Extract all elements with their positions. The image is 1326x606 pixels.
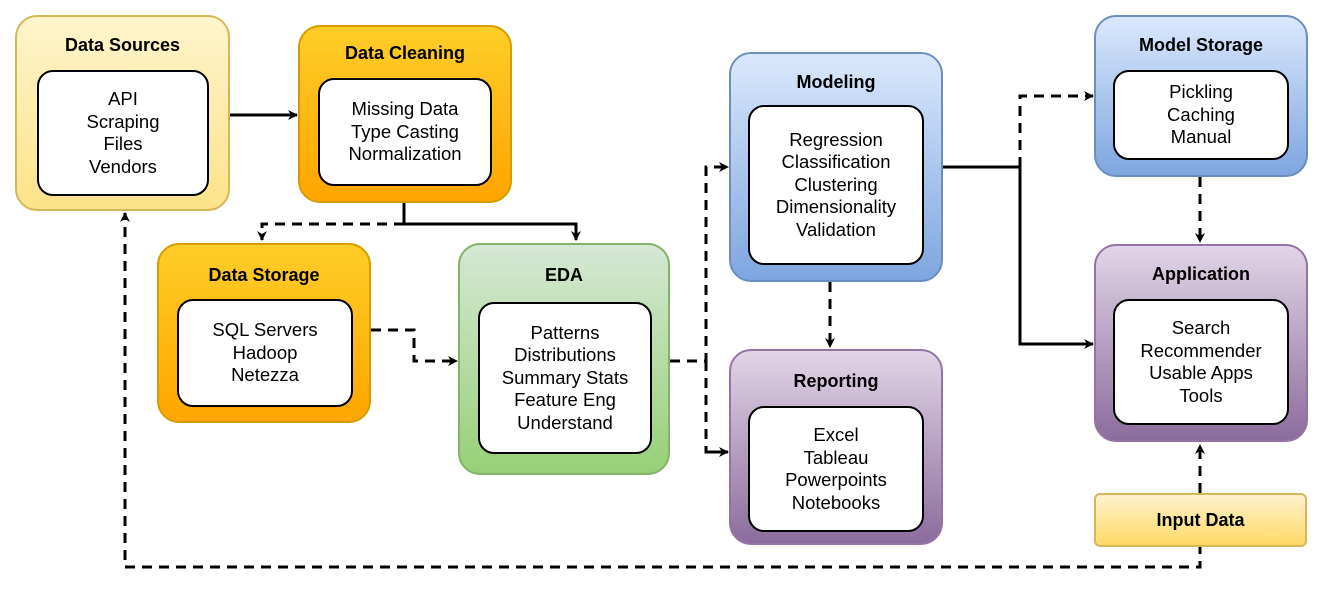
- stage-items: Excel Tableau Powerpoints Notebooks: [748, 406, 924, 532]
- arrow-eda-to-reporting: [704, 361, 728, 454]
- stage-application[interactable]: Application Search Recommender Usable Ap…: [1094, 244, 1308, 442]
- stage-item: Search: [1171, 317, 1231, 338]
- stage-title: Modeling: [796, 72, 876, 92]
- stage-item: API: [108, 88, 138, 109]
- arrow-cleaning-to-storage: [257, 222, 404, 241]
- stage-items: API Scraping Files Vendors: [37, 70, 209, 196]
- stage-item: Tools: [1179, 384, 1223, 406]
- stage-title: Application: [1152, 264, 1250, 284]
- stage-eda[interactable]: EDA Patterns Distributions Summary Stats…: [458, 243, 670, 475]
- stage-item: Understand: [517, 411, 613, 433]
- stage-title: Data Cleaning: [344, 43, 466, 63]
- arrow-storage-to-eda: [371, 328, 458, 366]
- input-data-label: Input Data: [1156, 509, 1245, 530]
- stage-title: Data Storage: [208, 265, 320, 285]
- stage-item: Powerpoints: [785, 469, 887, 490]
- stage-item: Clustering: [794, 173, 878, 195]
- stage-item: Normalization: [348, 143, 462, 165]
- stage-title: Model Storage: [1138, 35, 1263, 55]
- stage-item: Feature Eng: [514, 389, 616, 411]
- arrow-modeling-to-application: [943, 165, 1094, 349]
- stage-modeling[interactable]: Modeling Regression Classification Clust…: [729, 52, 943, 282]
- stage-item: Classification: [781, 151, 891, 173]
- stage-item: Caching: [1167, 103, 1235, 125]
- stage-items: Patterns Distributions Summary Stats Fea…: [478, 302, 652, 454]
- stage-item: Missing Data: [351, 98, 459, 120]
- stage-title: Data Sources: [64, 35, 181, 55]
- stage-data-sources[interactable]: Data Sources API Scraping Files Vendors: [15, 15, 230, 211]
- stage-item: Files: [103, 133, 143, 154]
- stage-model-storage[interactable]: Model Storage Pickling Caching Manual: [1094, 15, 1308, 177]
- stage-item: Type Casting: [351, 120, 459, 142]
- stage-item: Manual: [1170, 126, 1232, 148]
- stage-item: SQL Servers: [212, 319, 318, 341]
- stage-item: Usable Apps: [1149, 362, 1253, 383]
- stage-item: Recommender: [1140, 339, 1262, 361]
- arrow-modeling-to-model-storage: [1018, 91, 1094, 167]
- stage-item: Hadoop: [232, 341, 298, 363]
- stage-item: Dimensionality: [775, 196, 897, 218]
- stage-item: Validation: [796, 218, 876, 240]
- input-data-box[interactable]: Input Data: [1094, 493, 1307, 547]
- stage-item: Notebooks: [791, 491, 881, 513]
- stage-items: SQL Servers Hadoop Netezza: [177, 299, 353, 407]
- stage-item: Summary Stats: [501, 366, 629, 388]
- stage-item: Scraping: [86, 110, 160, 132]
- arrow-eda-to-modeling: [670, 162, 729, 363]
- stage-item: Tableau: [803, 446, 869, 468]
- stage-items: Missing Data Type Casting Normalization: [318, 78, 492, 186]
- arrow-cleaning-to-eda: [402, 203, 581, 241]
- stage-item: Vendors: [89, 155, 157, 177]
- stage-item: Excel: [813, 424, 859, 445]
- stage-title: Reporting: [793, 371, 879, 391]
- stage-items: Search Recommender Usable Apps Tools: [1113, 299, 1289, 425]
- stage-title: EDA: [544, 265, 583, 285]
- stage-data-storage[interactable]: Data Storage SQL Servers Hadoop Netezza: [157, 243, 371, 423]
- stage-item: Regression: [789, 128, 883, 150]
- stage-items: Regression Classification Clustering Dim…: [748, 105, 924, 265]
- stage-data-cleaning[interactable]: Data Cleaning Missing Data Type Casting …: [298, 25, 512, 203]
- stage-item: Patterns: [530, 321, 600, 343]
- stage-item: Netezza: [231, 364, 299, 386]
- stage-items: Pickling Caching Manual: [1113, 70, 1289, 160]
- stage-item: Pickling: [1169, 81, 1233, 103]
- stage-reporting[interactable]: Reporting Excel Tableau Powerpoints Note…: [729, 349, 943, 545]
- stage-item: Distributions: [514, 344, 616, 366]
